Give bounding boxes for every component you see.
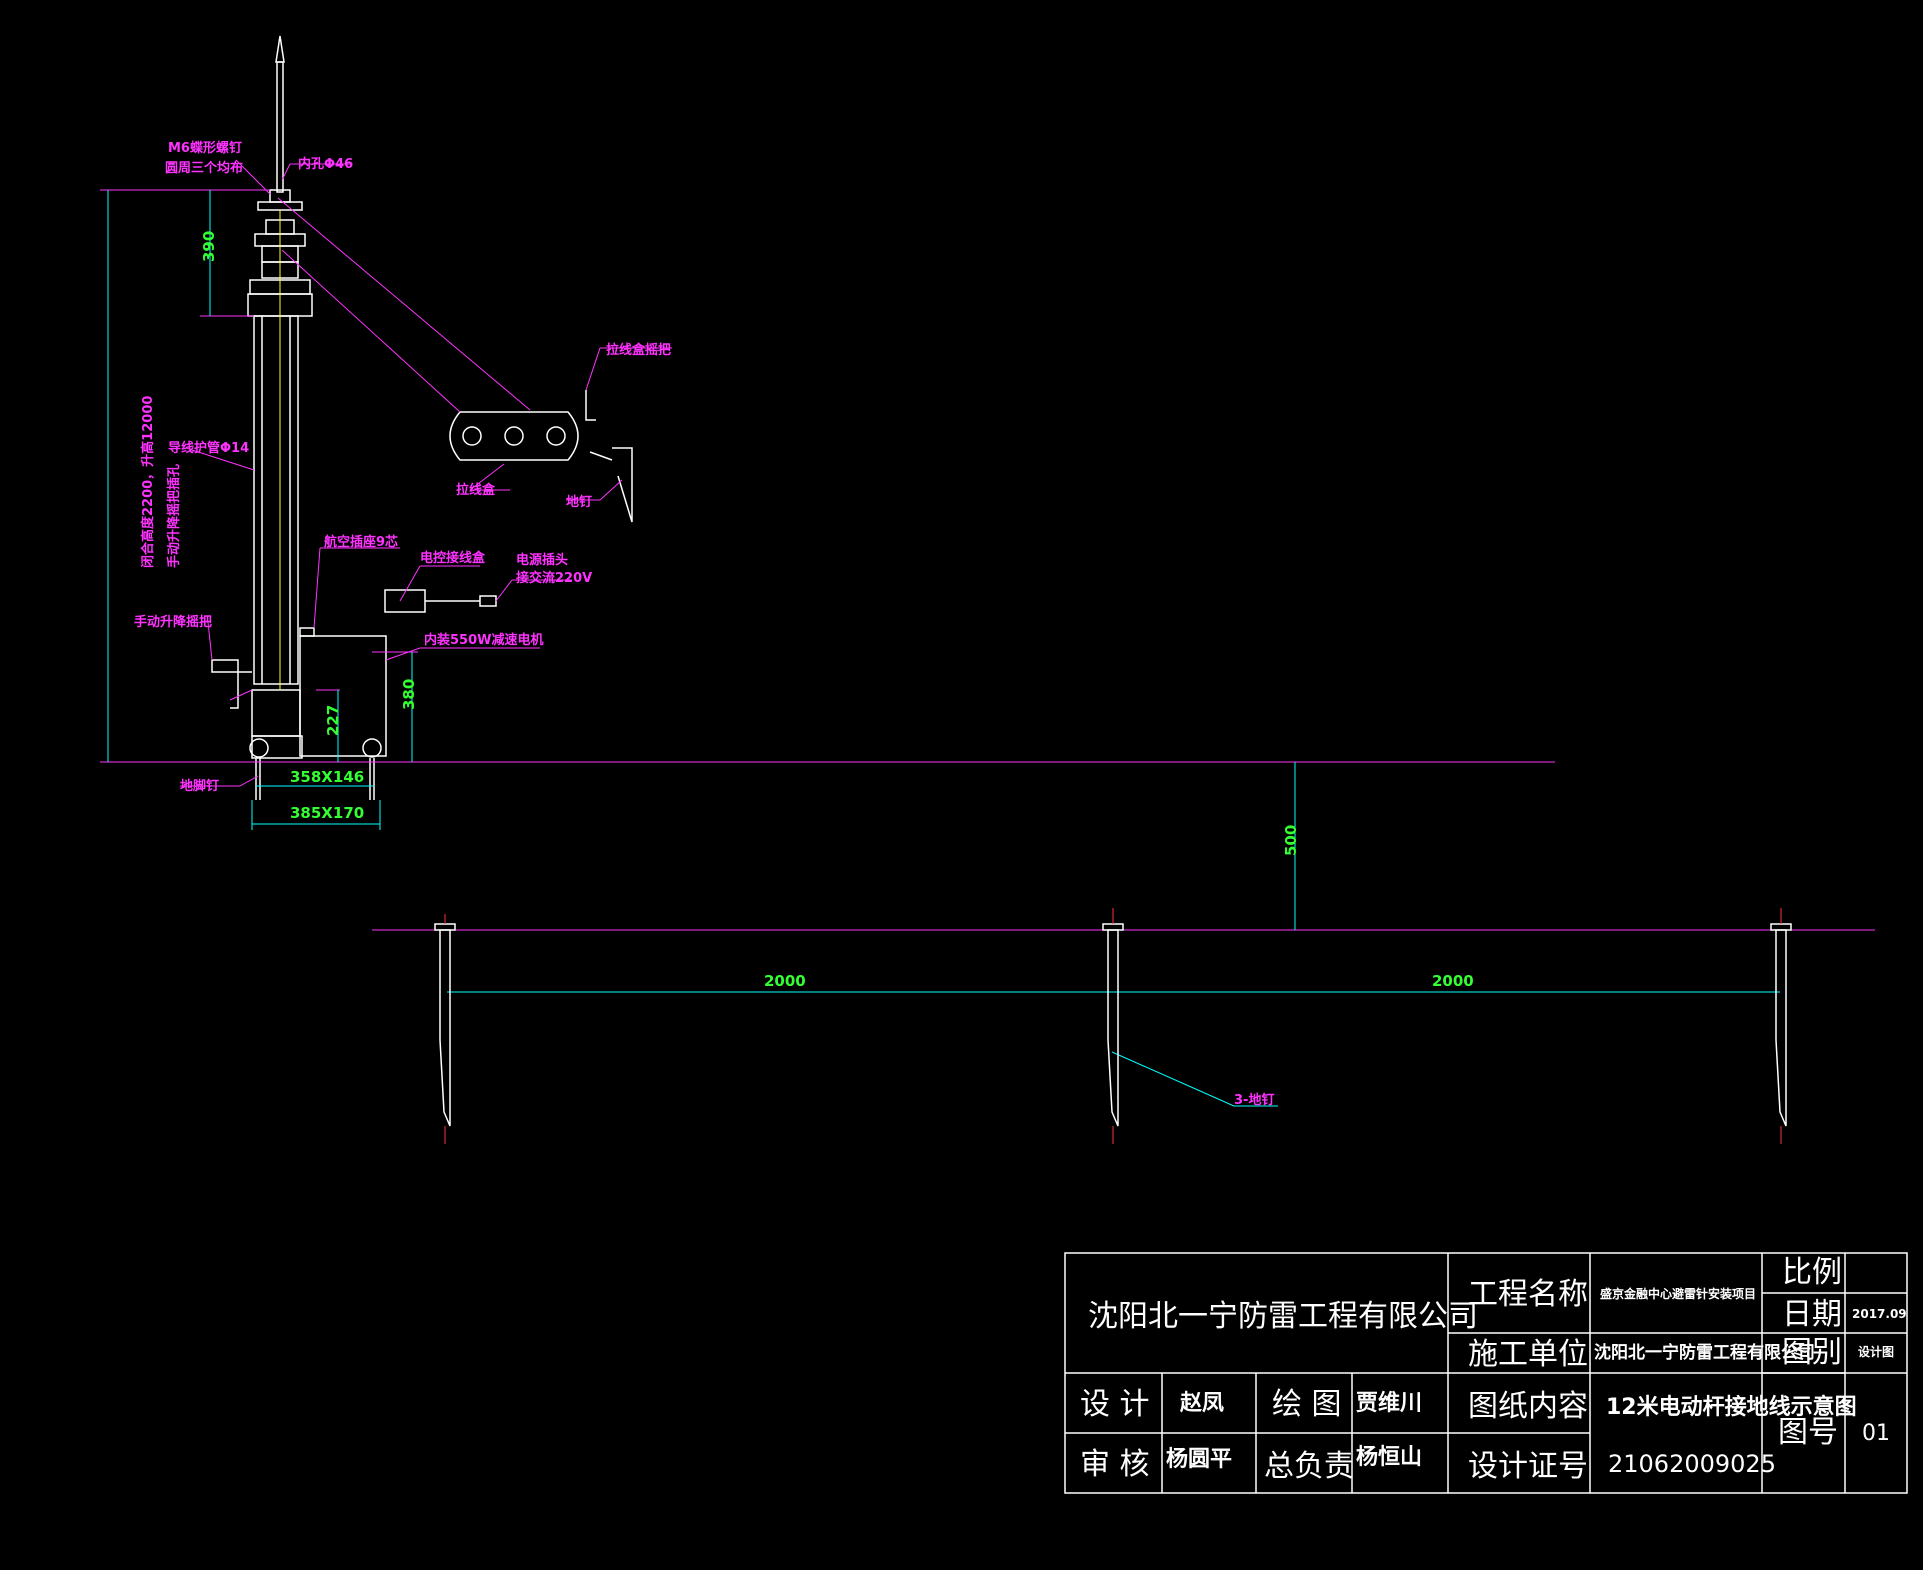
label-motor: 内装550W减速电机 (424, 632, 543, 648)
wire-box-handle (585, 390, 596, 421)
chief-label: 总负责 (1264, 1449, 1354, 1484)
design-value: 赵凤 (1179, 1390, 1224, 1416)
drawing-label: 绘 图 (1272, 1387, 1342, 1422)
label-manual-hole: 手动升降摇把插孔 (166, 464, 182, 568)
scale-label: 比例 (1782, 1255, 1842, 1290)
review-label: 审 核 (1080, 1447, 1150, 1482)
label-wire-box: 拉线盒 (456, 482, 496, 498)
power-plug (479, 595, 497, 607)
label-closed-height: 闭合高度2200，升高12000 (140, 396, 156, 568)
date-label: 日期 (1782, 1297, 1842, 1332)
label-three-even: 圆周三个均布 (165, 160, 243, 176)
project-name-value: 盛京金融中心避雷针安装项目 (1600, 1286, 1756, 1301)
wire-box-reels (462, 426, 566, 446)
manual-crank-handle (211, 659, 252, 709)
ground-rod-2 (1102, 923, 1124, 1127)
dimension-lines (107, 190, 1780, 1107)
lightning-rod (276, 61, 284, 193)
aviation-socket (299, 627, 315, 637)
label-ac220: 接交流220V (516, 570, 592, 586)
label-aviation-socket: 航空插座9芯 (324, 534, 398, 550)
label-base-nail: 地脚钉 (180, 778, 219, 794)
ground-rods (434, 923, 1792, 1127)
dim-base2: 385X170 (290, 804, 364, 822)
label-control-box: 电控接线盒 (420, 550, 486, 566)
number-label: 图号 (1778, 1415, 1838, 1450)
label-manual-handle: 手动升降摇把 (134, 614, 212, 630)
title-block-text: 沈阳北一宁防雷工程有限公司 工程名称 盛京金融中心避雷针安装项目 施工单位 沈阳… (1080, 1255, 1907, 1484)
main-tube (253, 315, 299, 685)
clamp-flange (257, 201, 303, 211)
date-value: 2017.09 (1852, 1307, 1907, 1321)
wheel-left (249, 738, 269, 758)
construction-unit-label: 施工单位 (1468, 1337, 1588, 1372)
base-box (251, 689, 301, 737)
cert-label: 设计证号 (1468, 1449, 1588, 1484)
dimension-text: 390 380 227 358X146 385X170 500 2000 200… (200, 231, 1474, 1108)
content-label: 图纸内容 (1468, 1389, 1588, 1424)
content-value: 12米电动杆接地线示意图 (1606, 1394, 1857, 1420)
label-m6-screw: M6蝶形螺钉 (168, 140, 242, 156)
title-block (1064, 1252, 1908, 1494)
mast-assembly (211, 35, 633, 800)
wire-ground-nail (612, 447, 633, 523)
dim-2000-b: 2000 (1432, 972, 1474, 990)
motor-housing (299, 635, 387, 757)
label-plug: 电源插头 (516, 552, 568, 568)
company-name: 沈阳北一宁防雷工程有限公司 (1088, 1299, 1478, 1334)
label-ground-nail: 地钉 (566, 494, 592, 510)
number-value: 01 (1862, 1421, 1890, 1446)
chief-value: 杨恒山 (1356, 1444, 1422, 1470)
control-box (384, 589, 426, 613)
wire-box (449, 411, 579, 461)
drawing-value: 贾维川 (1356, 1390, 1422, 1416)
lightning-rod-tip (275, 35, 285, 63)
label-wire-sleeve: 导线护管Φ14 (168, 440, 249, 456)
dim-227: 227 (324, 705, 342, 736)
cert-value: 21062009025 (1608, 1450, 1776, 1478)
ground-rod-1 (434, 923, 456, 1127)
base-plate (251, 735, 303, 759)
dim-380: 380 (400, 679, 418, 710)
ground-rod-tips (444, 908, 1782, 1144)
dim-2000-a: 2000 (764, 972, 806, 990)
construction-unit-value: 沈阳北一宁防雷工程有限公司 (1594, 1342, 1815, 1363)
project-name-label: 工程名称 (1468, 1277, 1588, 1312)
review-value: 杨圆平 (1166, 1447, 1232, 1472)
annotations: M6蝶形螺钉 圆周三个均布 内孔Φ46 拉线盒摇把 导线护管Φ14 拉线盒 地钉… (134, 140, 671, 794)
label-wire-box-handle: 拉线盒摇把 (606, 342, 671, 358)
label-three-nails: 3-地钉 (1234, 1092, 1274, 1108)
category-label: 图别 (1782, 1335, 1842, 1370)
dim-390: 390 (200, 231, 218, 262)
wheel-right (362, 738, 382, 758)
category-value: 设计图 (1858, 1344, 1894, 1359)
design-label: 设 计 (1080, 1387, 1150, 1422)
label-inner-hole: 内孔Φ46 (298, 156, 353, 172)
dim-base1: 358X146 (290, 768, 364, 786)
ground-rod-3 (1770, 923, 1792, 1127)
dim-500: 500 (1282, 825, 1300, 856)
